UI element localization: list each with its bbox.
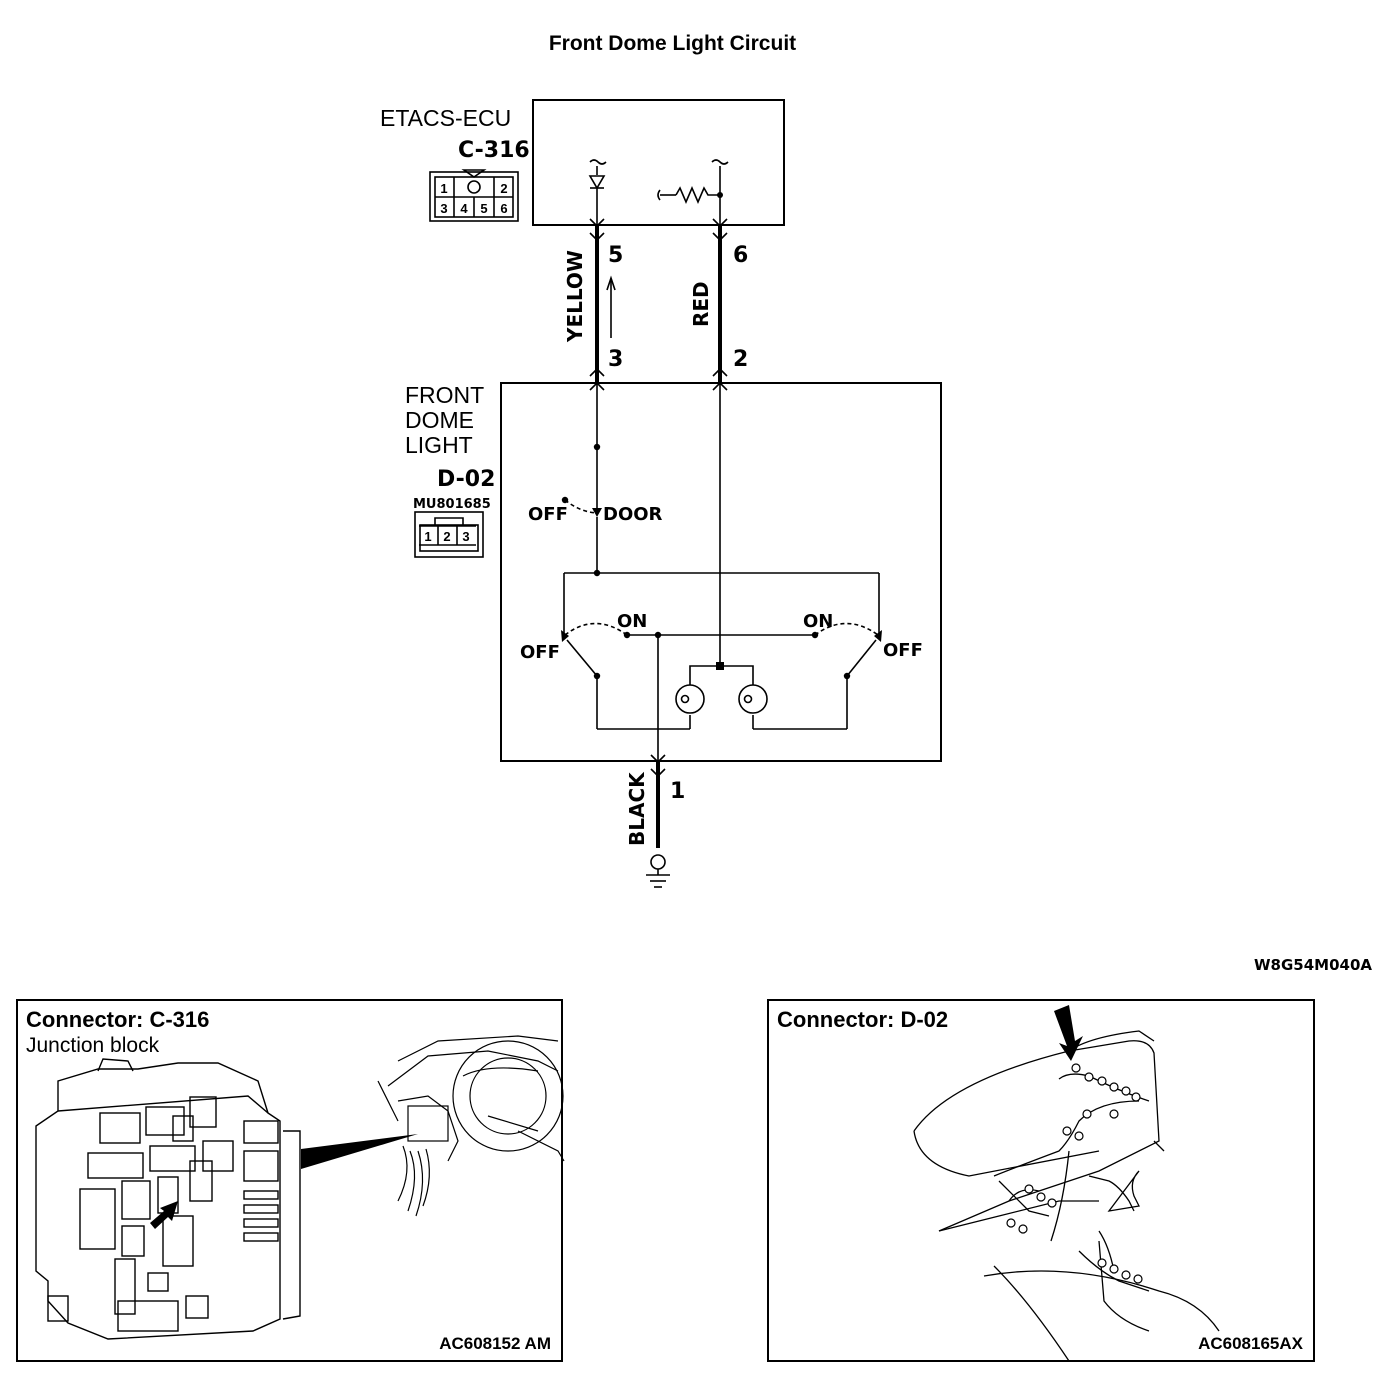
svg-text:OFF: OFF: [528, 504, 568, 525]
ground-symbol: [646, 854, 670, 888]
svg-text:5: 5: [608, 243, 623, 268]
dome-light-box: [500, 382, 942, 762]
svg-text:DOME: DOME: [405, 407, 474, 433]
d02-connector-icon: [414, 511, 484, 558]
svg-text:1: 1: [670, 779, 685, 804]
panel-subtitle: Junction block: [26, 1034, 160, 1057]
svg-text:3: 3: [462, 529, 469, 544]
svg-text:1: 1: [440, 181, 447, 196]
dashboard-illustration: [377, 1035, 565, 1217]
ecu-internal-symbols: [588, 159, 729, 225]
c316-pin-labels: 1 2 3 4 5 6: [440, 181, 507, 216]
connector-c316-panel: Connector: C-316 Junction block: [16, 999, 565, 1362]
panel-title: Connector: D-02: [777, 1007, 949, 1032]
svg-text:1: 1: [424, 529, 431, 544]
dome-internal-wiring: [563, 383, 880, 848]
black-wire-label: BLACK: [625, 771, 649, 846]
switch-labels: OFF DOOR OFF ON ON OFF: [520, 504, 923, 663]
c316-connector-icon: [429, 169, 519, 222]
svg-text:OFF: OFF: [883, 640, 923, 661]
ecu-name: ETACS-ECU: [380, 105, 511, 131]
svg-text:2: 2: [500, 181, 507, 196]
connector-d02-panel: Connector: D-02: [767, 999, 1315, 1362]
svg-text:OFF: OFF: [520, 642, 560, 663]
d02-pin-labels: 1 2 3: [424, 529, 469, 544]
svg-text:FRONT: FRONT: [405, 382, 484, 408]
yellow-wire-label: YELLOW: [563, 250, 587, 343]
svg-text:4: 4: [460, 201, 468, 216]
illustration-code: AC608165AX: [1198, 1334, 1303, 1353]
svg-text:3: 3: [440, 201, 447, 216]
svg-text:5: 5: [480, 201, 487, 216]
dome-light-name: FRONT DOME LIGHT: [405, 382, 484, 458]
svg-text:2: 2: [733, 347, 748, 372]
connector-chevrons: [589, 218, 728, 778]
svg-text:ON: ON: [617, 611, 647, 632]
red-wire-label: RED: [689, 281, 713, 327]
figure-reference: W8G54M040A: [1253, 956, 1372, 974]
ecu-connector-id: C-316: [458, 138, 530, 163]
panel-title: Connector: C-316: [26, 1007, 210, 1032]
junction-dots: [561, 443, 851, 680]
svg-text:ON: ON: [803, 611, 833, 632]
svg-text:3: 3: [608, 347, 623, 372]
junction-block-illustration: [35, 1035, 565, 1340]
svg-text:DOOR: DOOR: [603, 504, 663, 525]
connector-clips: [1006, 1063, 1143, 1284]
diagram-title: Front Dome Light Circuit: [548, 32, 797, 55]
dome-light-part-number: MU801685: [413, 497, 491, 512]
svg-text:2: 2: [443, 529, 450, 544]
svg-text:LIGHT: LIGHT: [405, 432, 473, 458]
headliner-illustration: [913, 1005, 1220, 1362]
svg-text:6: 6: [500, 201, 507, 216]
dome-light-connector-id: D-02: [437, 467, 495, 492]
circuit-diagram: ETACS-ECU C-316 1 2 3 4 5 6: [380, 99, 942, 888]
wire-pin-numbers: 5 3 6 2 1: [608, 243, 748, 804]
svg-text:6: 6: [733, 243, 748, 268]
ecu-box: [532, 99, 785, 226]
illustration-code: AC608152 AM: [439, 1334, 551, 1353]
current-direction-arrow: [606, 275, 616, 338]
